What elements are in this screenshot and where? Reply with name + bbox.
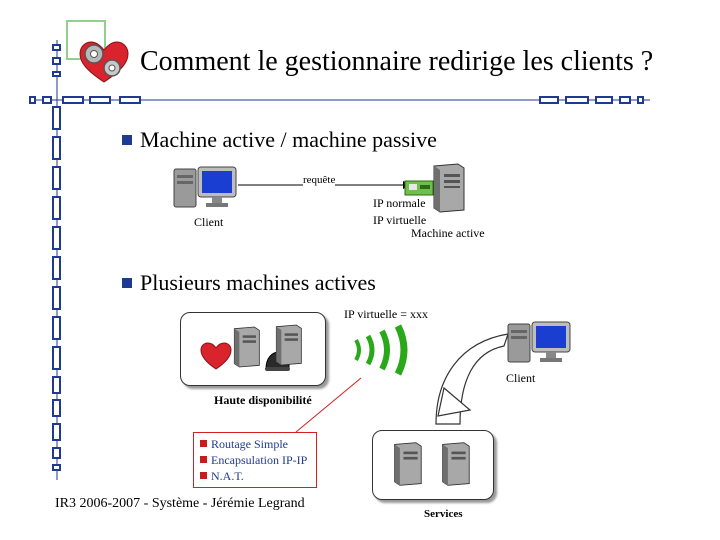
bullet-multiple-active: Plusieurs machines actives [122, 270, 376, 296]
bullet-text: Plusieurs machines actives [140, 270, 376, 295]
method-item: N.A.T. [200, 468, 310, 484]
method-item: Encapsulation IP-IP [200, 452, 310, 468]
active-machine-label: Machine active [411, 226, 485, 240]
slide-footer: IR3 2006-2007 - Système - Jérémie Legran… [55, 496, 305, 511]
bullet-square-icon [200, 472, 207, 479]
methods-box: Routage Simple Encapsulation IP-IP N.A.T… [193, 432, 317, 488]
computer-icon [507, 321, 571, 363]
network-card-icon [404, 180, 434, 196]
server-icon [442, 442, 470, 486]
bullet-square-icon [200, 440, 207, 447]
request-label: requête [303, 174, 336, 186]
bullet-square-icon [122, 135, 132, 145]
server-icon [433, 163, 465, 213]
bullet-square-icon [122, 278, 132, 288]
slide-title: Comment le gestionnaire redirige les cli… [140, 46, 654, 77]
wireless-waves-icon [354, 324, 408, 376]
bullet-text: Machine active / machine passive [140, 127, 437, 152]
ip-virtual-value: IP virtuelle = xxx [344, 307, 428, 321]
high-availability-box [180, 312, 326, 386]
method-item: Routage Simple [200, 436, 310, 452]
curved-arrow [435, 333, 509, 425]
server-icon [233, 326, 260, 368]
client-label-right: Client [506, 371, 536, 385]
computer-icon [173, 166, 237, 208]
gear-heart-logo-icon [79, 41, 129, 83]
client-label: Client [194, 215, 224, 229]
heart-icon [200, 342, 232, 370]
server-icon [275, 324, 302, 366]
server-icon [394, 442, 422, 486]
bullet-square-icon [200, 456, 207, 463]
services-label: Services [424, 508, 463, 520]
ip-virtual-label: IP virtuelle [373, 213, 427, 227]
bullet-active-passive: Machine active / machine passive [122, 127, 437, 153]
ip-normal-label: IP normale [373, 196, 426, 210]
services-box [372, 430, 494, 500]
high-availability-label: Haute disponibilité [214, 393, 312, 407]
